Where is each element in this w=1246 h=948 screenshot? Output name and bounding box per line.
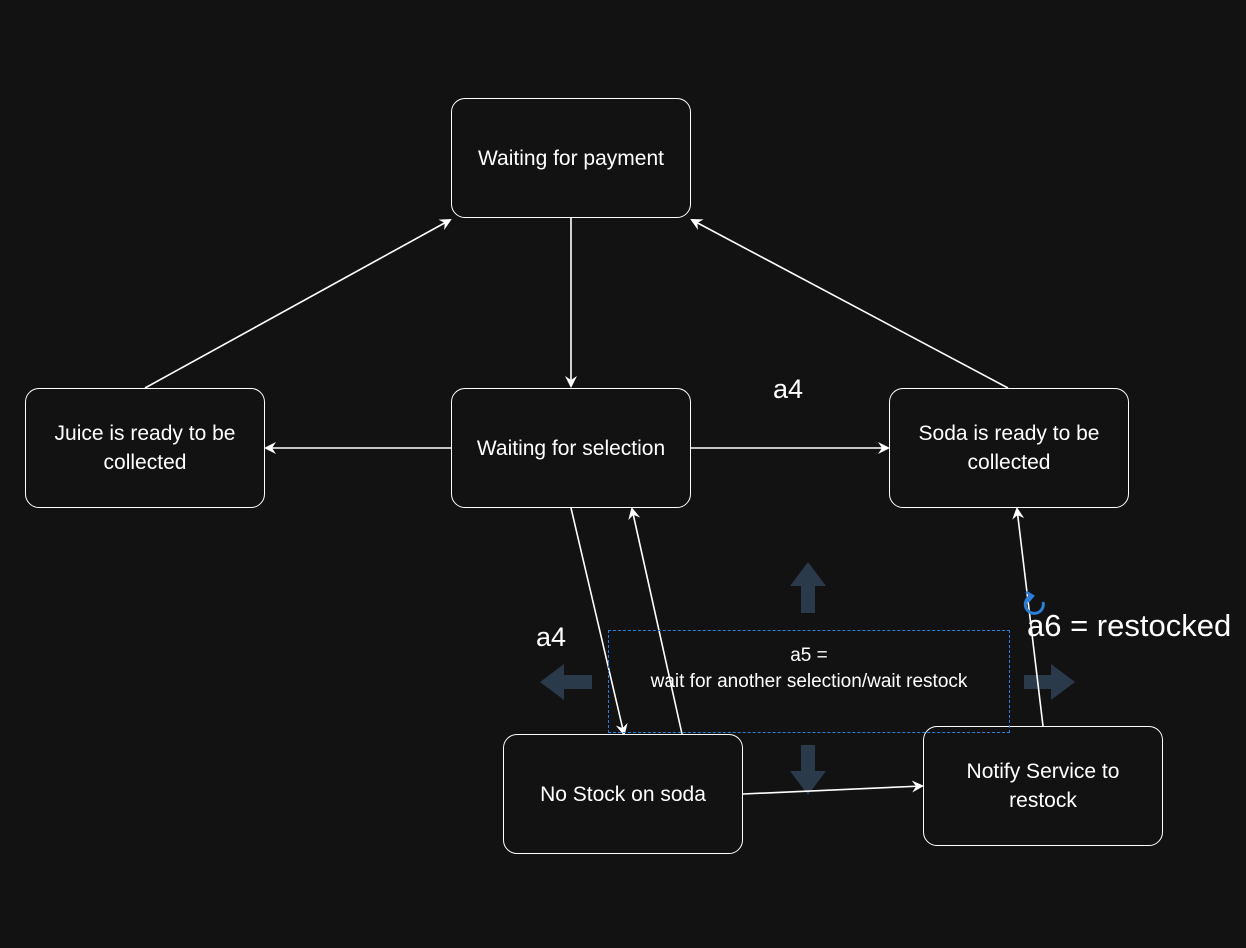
- arrow-left-icon[interactable]: [540, 664, 592, 700]
- arrow-down-icon[interactable]: [790, 745, 826, 795]
- node-no-stock-on-soda[interactable]: No Stock on soda: [503, 734, 743, 854]
- node-juice-ready[interactable]: Juice is ready to be collected: [25, 388, 265, 508]
- rotate-icon[interactable]: [1023, 590, 1045, 615]
- edge-label-a6[interactable]: a6 = restocked: [1027, 608, 1232, 643]
- edge-nostock-to-notify[interactable]: [742, 780, 924, 795]
- edge-nostock-to-selection[interactable]: [628, 507, 683, 735]
- node-waiting-for-payment[interactable]: Waiting for payment: [451, 98, 691, 218]
- edge-notify-to-soda[interactable]: [1012, 507, 1044, 727]
- label-a5-line2: wait for another selection/wait restock: [650, 671, 968, 692]
- node-notify-service[interactable]: Notify Service to restock: [923, 726, 1163, 846]
- arrow-right-icon[interactable]: [1024, 664, 1075, 700]
- node-waiting-for-selection[interactable]: Waiting for selection: [451, 388, 691, 508]
- edge-soda-to-payment[interactable]: [690, 219, 1009, 389]
- edge-label-a4-left[interactable]: a4: [536, 622, 567, 652]
- label-a5-line1: a5 =: [790, 645, 828, 666]
- node-soda-ready[interactable]: Soda is ready to be collected: [889, 388, 1129, 508]
- edge-juice-to-payment[interactable]: [144, 219, 452, 389]
- hint-arrows[interactable]: [540, 562, 1075, 795]
- edge-label-a4-top[interactable]: a4: [773, 374, 804, 404]
- edge-selection-to-nostock[interactable]: [570, 507, 628, 736]
- selected-label-a5[interactable]: a5 = wait for another selection/wait res…: [608, 630, 1010, 733]
- arrow-up-icon[interactable]: [790, 562, 826, 613]
